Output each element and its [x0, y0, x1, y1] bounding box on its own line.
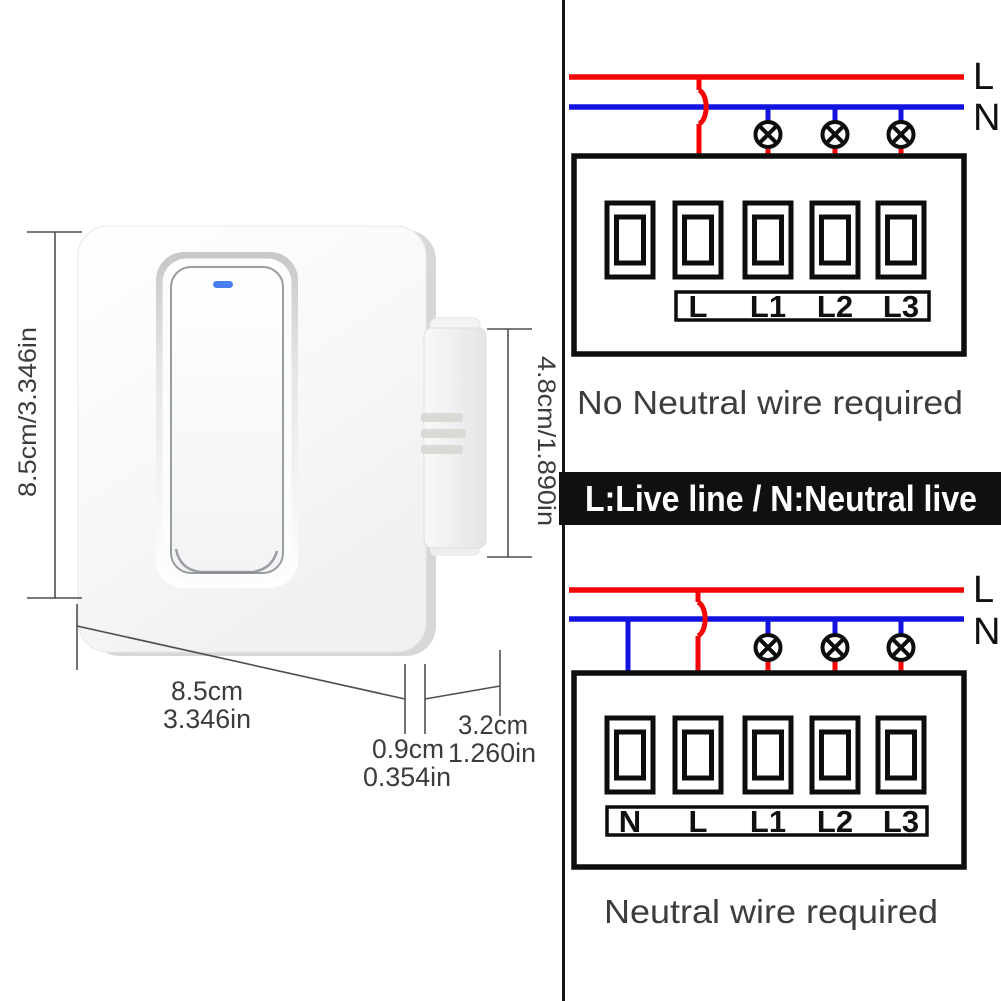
- terminal-label-strip: [605, 805, 929, 837]
- width-cm-label: 8.5cm: [171, 676, 243, 706]
- box-height-dim-label: 4.8cm/1.890in: [532, 356, 560, 526]
- fin: [421, 413, 463, 422]
- terminal-label: L2: [817, 804, 853, 839]
- terminal-slot-inner: [752, 729, 784, 781]
- dimension-lines: [27, 231, 532, 734]
- terminal-label: L1: [750, 289, 786, 324]
- width-in-label: 3.346in: [163, 704, 251, 734]
- neutral-line-label: N: [973, 611, 1000, 653]
- product-panel: 8.5cm/3.346in 4.8cm/1.890in 8.5cm 3.346i…: [14, 225, 560, 792]
- terminal-slot-inner: [819, 729, 851, 781]
- terminal-slot-inner: [614, 214, 646, 266]
- fin: [421, 445, 463, 454]
- legend-banner-text: L:Live line / N:Neutral live: [585, 478, 977, 519]
- terminal-block: [604, 715, 927, 795]
- width-dim-line: [76, 625, 406, 700]
- terminal-label: L3: [883, 289, 919, 324]
- live-line-label: L: [973, 569, 994, 611]
- box-depth-dim-line: [424, 685, 501, 700]
- terminal-slot-inner: [614, 729, 646, 781]
- terminal-label: L: [689, 289, 708, 324]
- live-line-label: L: [973, 56, 994, 98]
- terminal-slot-inner: [682, 729, 714, 781]
- rocker-button: [170, 266, 284, 574]
- terminal-label: L: [689, 804, 708, 839]
- neutral-wiring-diagram: N L L1 L2 L3 L N Neutral wire required: [569, 569, 1000, 930]
- legend-banner-bg: [559, 472, 1001, 525]
- legend-banner: L:Live line / N:Neutral live: [559, 472, 1001, 525]
- plate-depth-cm-label: 0.9cm: [372, 734, 444, 764]
- diagram-caption: Neutral wire required: [604, 893, 938, 930]
- terminal-slot-inner: [885, 729, 917, 781]
- rocker-button-bottom-shadow: [174, 548, 279, 574]
- terminal-label: L1: [750, 804, 786, 839]
- no-neutral-wiring-diagram: L L1 L2 L3 L N No Neutral wire required: [569, 56, 1000, 421]
- terminal-slot-inner: [752, 214, 784, 266]
- terminal-label-strip: [674, 290, 931, 322]
- terminal-slot-inner: [682, 214, 714, 266]
- terminal-block: [604, 200, 927, 280]
- terminal-label: L2: [817, 289, 853, 324]
- box-depth-in-label: 1.260in: [448, 738, 536, 768]
- terminal-label: L3: [883, 804, 919, 839]
- fin: [421, 429, 466, 438]
- height-dim-label: 8.5cm/3.346in: [14, 327, 42, 497]
- terminal-slot-inner: [885, 214, 917, 266]
- terminal-label: N: [619, 804, 641, 839]
- plate-depth-in-label: 0.354in: [363, 762, 451, 792]
- box-depth-cm-label: 3.2cm: [458, 710, 528, 740]
- diagram-caption: No Neutral wire required: [577, 384, 963, 421]
- heat-fins: [421, 413, 466, 454]
- neutral-line-label: N: [973, 97, 1000, 139]
- wire-hop-symbol: [697, 87, 709, 127]
- terminal-slot-inner: [819, 214, 851, 266]
- lamp-icon: [753, 619, 783, 720]
- led-indicator: [213, 281, 233, 288]
- wire-hop-symbol: [696, 599, 708, 639]
